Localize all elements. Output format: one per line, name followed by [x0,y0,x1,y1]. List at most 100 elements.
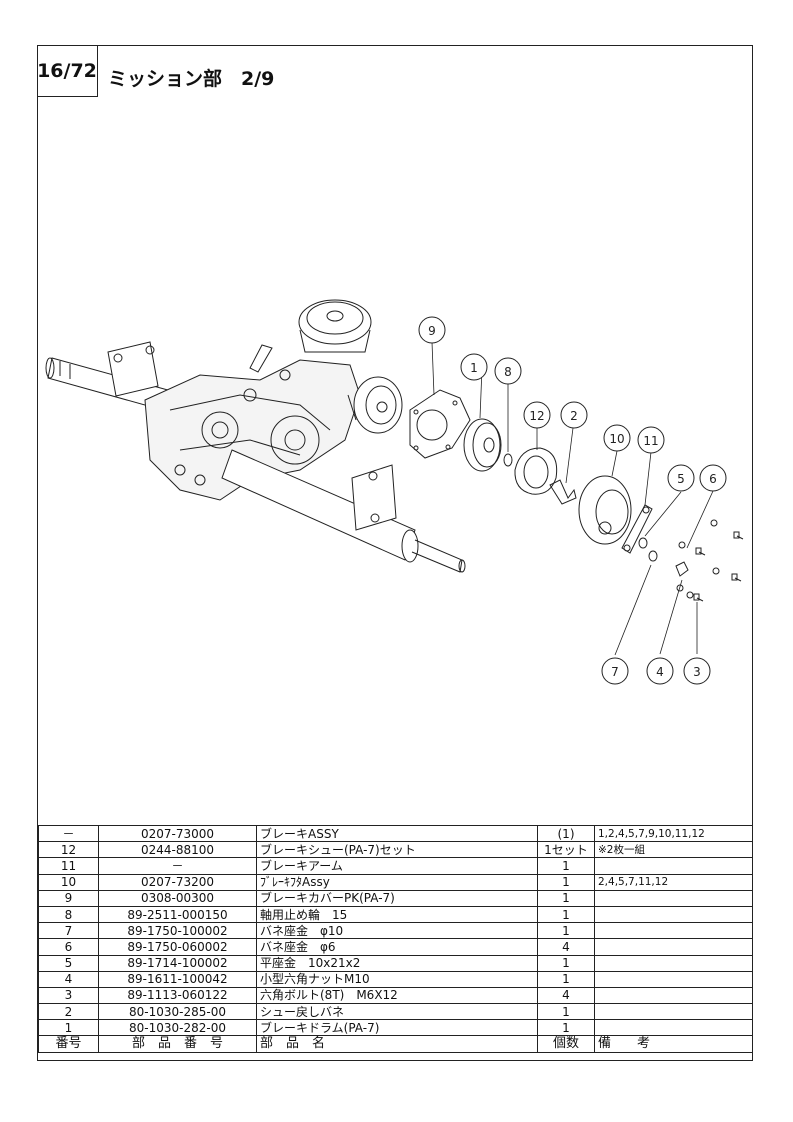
cell-name: 平座金 10x21x2 [256,954,538,972]
cell-name: ブレーキカバーPK(PA-7) [256,889,538,907]
callout-label: 10 [609,432,624,446]
cell-name: バネ座金 φ10 [256,922,538,940]
cell-qty: 1 [537,970,595,988]
header-no: 番号 [38,1035,99,1053]
cell-no: 11 [38,857,99,875]
cell-part-no: 0308-00300 [98,889,257,907]
cell-remarks [594,938,753,956]
cell-name: ブレーキドラム(PA-7) [256,1019,538,1037]
cell-remarks [594,922,753,940]
cell-name: シュー戻しバネ [256,1003,538,1021]
cell-no: 12 [38,841,99,859]
callout-label: 2 [570,409,578,423]
brake-parts-drawing [409,341,744,656]
cell-part-no: 80-1030-285-00 [98,1003,257,1021]
cell-name: ブレーキシュー(PA-7)セット [256,841,538,859]
page-frame [37,45,753,1061]
cell-remarks [594,986,753,1005]
cell-name: 六角ボルト(8T) M6X12 [256,986,538,1005]
callout-label: 8 [504,365,512,379]
cell-no: 2 [38,1003,99,1021]
cell-qty: 1 [537,873,595,891]
cell-part-no: 89-2511-000150 [98,905,257,924]
cell-no: 8 [38,905,99,924]
cell-no: 6 [38,938,99,956]
cell-part-no: 0244-88100 [98,841,257,859]
header-part-no: 部 品 番 号 [98,1035,257,1053]
cell-no: 1 [38,1019,99,1037]
cell-part-no: 89-1714-100002 [98,954,257,972]
header-name: 部 品 名 [256,1035,538,1053]
cell-qty: 1 [537,922,595,940]
callout-label: 11 [643,434,658,448]
cell-remarks: 2,4,5,7,11,12 [594,873,753,891]
callout-7: 7 [601,657,629,685]
page-title: ミッション部 2/9 [108,68,275,90]
callout-label: 7 [611,665,619,679]
cell-part-no: 89-1113-060122 [98,986,257,1005]
cell-no: 10 [38,873,99,891]
header-qty: 個数 [537,1035,595,1053]
cell-qty: (1) [537,824,595,843]
callout-10: 10 [603,424,631,452]
callout-label: 12 [529,409,544,423]
callout-11: 11 [637,426,665,454]
cell-remarks [594,954,753,972]
callout-4: 4 [646,657,674,685]
callout-label: 1 [470,361,478,375]
cell-remarks [594,857,753,875]
cell-part-no: 0207-73000 [98,824,257,843]
cell-name: ブレーキアーム [256,857,538,875]
cell-part-no: 0207-73200 [98,873,257,891]
transmission-drawing [45,299,466,573]
cell-name: バネ座金 φ6 [256,938,538,956]
table-header-row: 番号 部 品 番 号 部 品 名 個数 備 考 [38,1035,753,1053]
cell-no: 5 [38,954,99,972]
callout-6: 6 [699,464,727,492]
cell-remarks: 1,2,4,5,7,9,10,11,12 [594,824,753,843]
cell-remarks [594,889,753,907]
cell-qty: 4 [537,938,595,956]
callout-12: 12 [523,401,551,429]
cell-part-no: 80-1030-282-00 [98,1019,257,1037]
cell-no: 7 [38,922,99,940]
cell-remarks [594,905,753,924]
callout-5: 5 [667,464,695,492]
cell-no: 9 [38,889,99,907]
cell-qty: 1 [537,954,595,972]
callout-label: 5 [677,472,685,486]
cell-no: － [38,824,99,843]
callout-label: 3 [693,665,701,679]
callout-2: 2 [560,401,588,429]
cell-qty: 1 [537,857,595,875]
callout-1: 1 [460,353,488,381]
page-number: 16/72 [37,45,98,97]
cell-qty: 1セット [537,841,595,859]
callout-label: 6 [709,472,717,486]
cell-part-no: 89-1611-100042 [98,970,257,988]
cell-no: 4 [38,970,99,988]
cell-remarks [594,970,753,988]
exploded-parts-diagram: 9 1 8 12 2 10 11 5 6 7 4 3 [45,299,744,685]
callout-9: 9 [418,316,446,344]
cell-name: 軸用止め輪 15 [256,905,538,924]
callout-label: 9 [428,324,436,338]
cell-qty: 1 [537,1019,595,1037]
cell-part-no: 89-1750-100002 [98,922,257,940]
cell-name: ブレーキASSY [256,824,538,843]
cell-remarks [594,1003,753,1021]
header-remarks: 備 考 [594,1035,753,1053]
